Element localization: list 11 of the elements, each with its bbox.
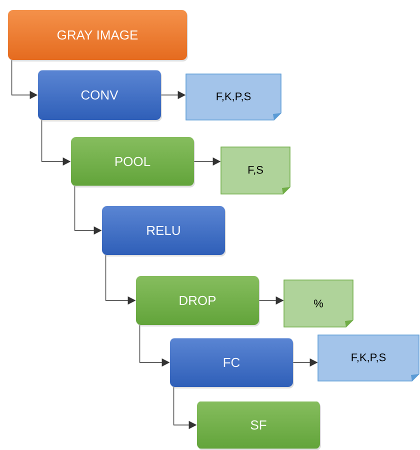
note-box: F,K,P,S xyxy=(186,74,282,120)
process-box: DROP xyxy=(136,276,260,326)
process-box: GRAY IMAGE xyxy=(8,10,188,62)
process-box: POOL xyxy=(71,137,195,188)
process-box: CONV xyxy=(38,70,162,122)
note-box: % xyxy=(284,280,354,328)
process-box: SF xyxy=(197,402,321,450)
note-box: F,K,P,S xyxy=(318,334,420,382)
note-box: F,S xyxy=(220,146,290,194)
process-box: FC xyxy=(170,338,294,388)
process-box: RELU xyxy=(102,206,226,256)
